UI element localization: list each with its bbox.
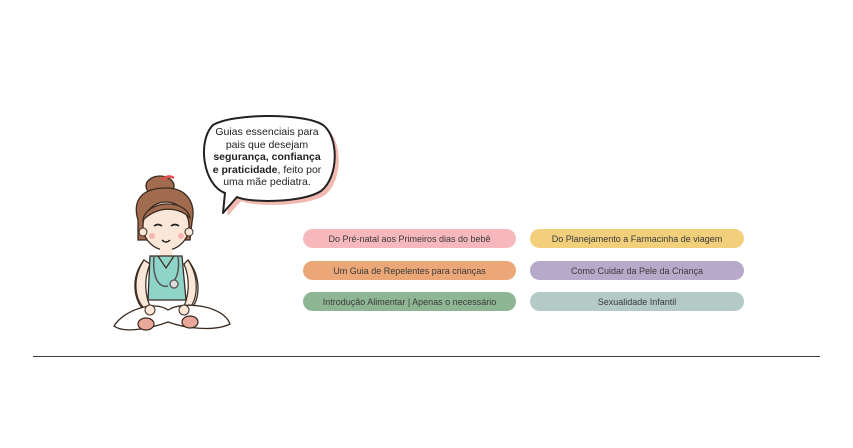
guide-food-intro-button[interactable]: Introdução Alimentar | Apenas o necessár… — [303, 292, 516, 311]
speech-bubble-text: Guias essenciais para pais que desejam s… — [211, 126, 323, 189]
guide-repellents-label: Um Guia de Repelentes para crianças — [333, 265, 486, 276]
bubble-line-1: Guias essenciais para — [215, 126, 319, 138]
guide-food-intro-label: Introdução Alimentar | Apenas o necessár… — [322, 296, 497, 307]
guide-repellents-button[interactable]: Um Guia de Repelentes para crianças — [303, 261, 516, 280]
guide-travel-label: Do Planejamento a Farmacinha de viagem — [551, 233, 723, 244]
guide-prenatal-button[interactable]: Do Pré-natal aos Primeiros dias do bebê — [303, 229, 516, 248]
bubble-rest-text: , feito por uma mãe pediatra. — [223, 163, 322, 189]
bubble-bold-text: segurança, confiança e praticidade — [212, 151, 321, 176]
bubble-line-2: pais que desejam — [225, 138, 309, 151]
guide-sexuality-label: Sexualidade Infantil — [597, 296, 677, 307]
guide-travel-button[interactable]: Do Planejamento a Farmacinha de viagem — [530, 229, 744, 248]
speech-bubble-icon — [202, 115, 339, 215]
guide-skincare-label: Como Cuidar da Pele da Criança — [570, 265, 704, 276]
guide-sexuality-button[interactable]: Sexualidade Infantil — [530, 292, 744, 311]
speech-bubble: Guias essenciais para pais que desejam s… — [193, 111, 339, 215]
guide-prenatal-label: Do Pré-natal aos Primeiros dias do bebê — [328, 233, 491, 244]
guide-skincare-button[interactable]: Como Cuidar da Pele da Criança — [530, 261, 744, 280]
section-divider — [33, 356, 820, 357]
pediatrician-illustration — [113, 175, 231, 331]
